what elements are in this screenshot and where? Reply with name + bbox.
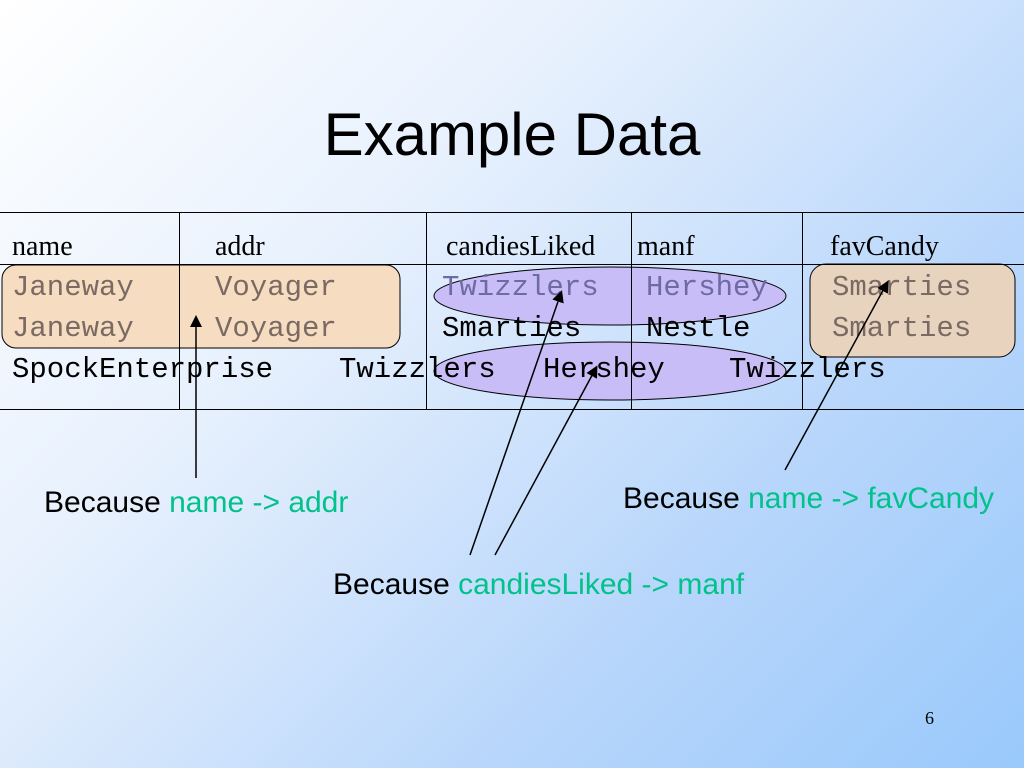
note-dependency: candiesLiked -> manf xyxy=(458,568,745,601)
row1-favcandy: Smarties xyxy=(832,271,972,304)
col-divider-1 xyxy=(179,212,180,410)
note-name-addr: Because name -> addr xyxy=(44,486,348,520)
header-addr: addr xyxy=(215,231,265,262)
row2-name: Janeway xyxy=(12,312,134,345)
table-top-border xyxy=(0,212,1024,213)
header-candiesliked: candiesLiked xyxy=(446,231,596,262)
note-prefix: Because xyxy=(333,568,459,601)
row3-manf: Hershey xyxy=(543,353,665,386)
row2-addr: Voyager xyxy=(215,312,337,345)
header-name: name xyxy=(12,231,73,262)
header-favcandy: favCandy xyxy=(830,231,939,262)
note-name-favcandy: Because name -> favCandy xyxy=(623,482,1024,516)
page-number: 6 xyxy=(925,708,934,728)
row2-manf: Nestle xyxy=(646,312,751,345)
col-divider-3 xyxy=(631,212,632,410)
row3-candiesliked: Twizzlers xyxy=(339,353,496,386)
row1-manf: Hershey xyxy=(646,271,768,304)
row2-candiesliked: Smarties xyxy=(442,312,582,345)
row3-name-addr: SpockEnterprise xyxy=(12,353,274,386)
note-dependency: name -> favCandy xyxy=(748,482,995,515)
row1-addr: Voyager xyxy=(215,271,337,304)
table-header-border xyxy=(0,264,1024,265)
note-prefix: Because xyxy=(623,482,749,515)
note-candies-manf: Because candiesLiked -> manf xyxy=(333,568,744,602)
note-dependency: name -> addr xyxy=(169,486,349,519)
row3-favcandy: Twizzlers xyxy=(729,353,886,386)
slide-title: Example Data xyxy=(323,101,701,168)
table-bottom-border xyxy=(0,409,1024,410)
col-divider-2 xyxy=(426,212,427,410)
row1-candiesliked: Twizzlers xyxy=(442,271,599,304)
note-prefix: Because xyxy=(44,486,170,519)
row1-name: Janeway xyxy=(12,271,134,304)
header-manf: manf xyxy=(637,231,695,262)
arrow-candies-manf-2 xyxy=(494,365,598,556)
row2-favcandy: Smarties xyxy=(832,312,972,345)
